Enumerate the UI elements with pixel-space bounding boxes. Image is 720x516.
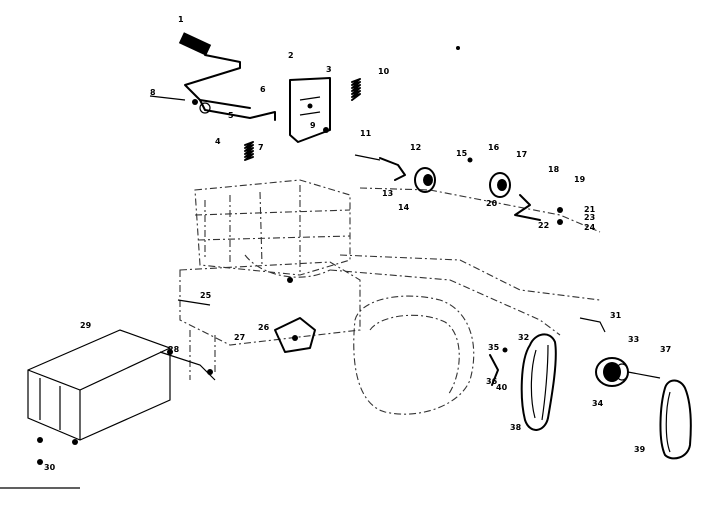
callout-32: 32 [518, 333, 529, 342]
callout-8: 8 [150, 88, 156, 97]
callout-1: 1 [178, 15, 184, 24]
engine-ghost-outline [179, 179, 601, 380]
callout-14: 14 [398, 203, 410, 212]
callout-19: 19 [574, 175, 586, 184]
linkage-fasteners [37, 277, 508, 465]
callout-16: 16 [488, 143, 500, 152]
idler-pulley-row [354, 46, 563, 225]
callout-20: 20 [486, 199, 498, 208]
callout-4: 4 [215, 137, 221, 146]
callout-10: 10 [378, 67, 390, 76]
housing-box [27, 329, 171, 445]
callout-12: 12 [410, 143, 421, 152]
callout-labels: 1234567891011121314151617181920212223242… [44, 15, 671, 472]
callout-23: 23 [584, 213, 595, 222]
callout-22: 22 [538, 221, 549, 230]
callout-9: 9 [310, 121, 316, 130]
callout-34: 34 [592, 399, 604, 408]
drive-pulleys-belts [520, 317, 692, 460]
callout-31: 31 [610, 311, 622, 320]
callout-13: 13 [382, 189, 393, 198]
callout-2: 2 [288, 51, 294, 60]
callout-35: 35 [488, 343, 500, 352]
mounting-bracket [289, 77, 331, 143]
callout-37: 37 [660, 345, 671, 354]
callout-28: 28 [168, 345, 180, 354]
springs [244, 78, 361, 161]
callout-25: 25 [200, 291, 212, 300]
callout-6: 6 [260, 85, 266, 94]
callout-3: 3 [326, 65, 332, 74]
callout-30: 30 [44, 463, 56, 472]
callout-18: 18 [548, 165, 560, 174]
callout-38: 38 [510, 423, 522, 432]
callout-21: 21 [584, 205, 596, 214]
callout-36: 36 [486, 377, 498, 386]
callout-5: 5 [228, 111, 234, 120]
callout-26: 26 [258, 323, 270, 332]
callout-17: 17 [516, 150, 527, 159]
callout-24: 24 [584, 223, 596, 232]
callout-15: 15 [456, 149, 468, 158]
callout-33: 33 [628, 335, 639, 344]
callout-11: 11 [360, 129, 372, 138]
callout-40: 40 [496, 383, 508, 392]
shift-lever-assembly [149, 32, 276, 121]
callout-39: 39 [634, 445, 646, 454]
belt-guard [353, 295, 475, 415]
callout-7: 7 [258, 143, 264, 152]
callout-27: 27 [234, 333, 245, 342]
callout-29: 29 [80, 321, 92, 330]
